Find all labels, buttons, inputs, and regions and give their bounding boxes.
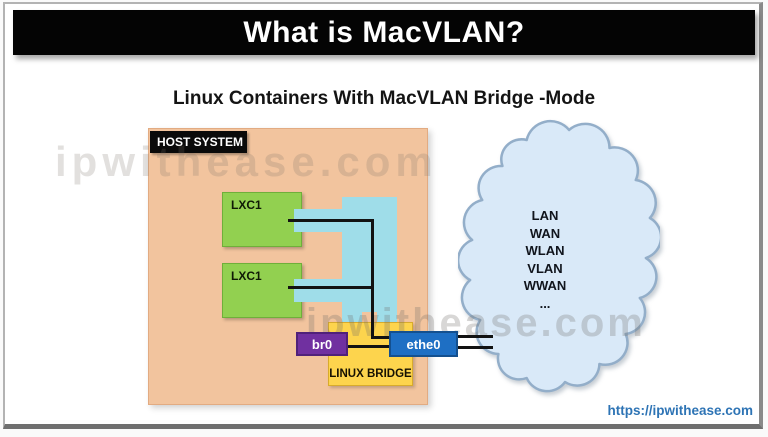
title-banner: What is MacVLAN? — [13, 10, 755, 55]
diagram-subtitle: Linux Containers With MacVLAN Bridge -Mo… — [172, 88, 596, 109]
host-system-label: HOST SYSTEM — [150, 131, 247, 153]
cloud-item-wwan: WWAN — [523, 278, 567, 293]
website-link[interactable]: https://ipwithease.com — [607, 403, 753, 418]
macvlan-leg-left — [342, 312, 362, 324]
line-vertical-drop — [371, 219, 374, 339]
cloud-item-more: ... — [539, 295, 551, 311]
cloud-network-list: LAN WAN WLAN VLAN WWAN ... — [494, 207, 596, 312]
cloud-item-wan: WAN — [529, 225, 561, 241]
page-title: What is MacVLAN? — [243, 15, 525, 49]
cloud-item-wlan: WLAN — [525, 243, 565, 258]
line-lxc2-to-bridge — [288, 286, 374, 289]
macvlan-trunk-shape — [342, 197, 397, 312]
eth0-interface-box: ethe0 — [389, 331, 458, 357]
macvlan-leg-right — [377, 312, 397, 324]
macvlan-arm-lower — [294, 279, 343, 302]
line-br0-to-eth — [348, 345, 390, 348]
cloud-item-vlan: VLAN — [527, 260, 563, 276]
line-lxc1-to-bridge — [288, 219, 374, 222]
lxc-container-2: LXC1 — [222, 263, 302, 318]
network-cloud-shape — [458, 120, 660, 393]
linux-bridge-label: LINUX BRIDGE — [329, 368, 412, 380]
line-eth-to-cloud-upper — [457, 335, 493, 338]
line-eth-to-cloud-lower — [457, 346, 493, 349]
cloud-item-lan: LAN — [531, 208, 559, 223]
br0-interface-box: br0 — [296, 332, 348, 356]
line-drop-to-eth — [371, 336, 391, 339]
